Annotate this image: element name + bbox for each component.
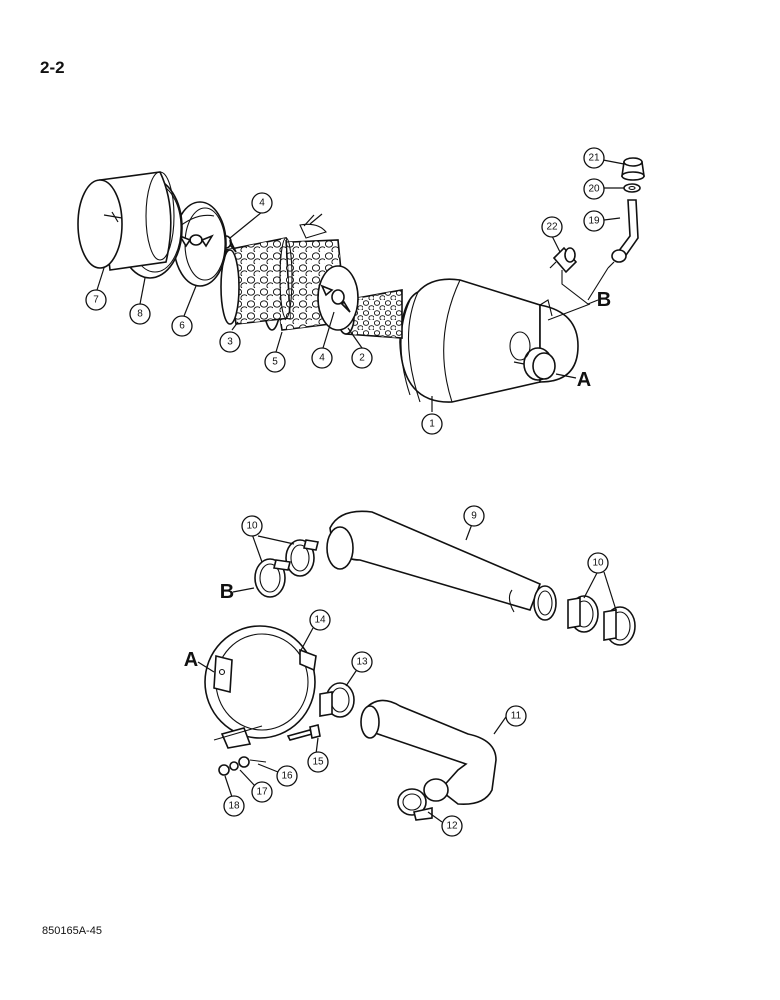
svg-text:5: 5: [272, 357, 278, 368]
callout-13: 13: [351, 651, 373, 673]
svg-text:19: 19: [588, 216, 600, 227]
callout-10-left: 10: [241, 515, 263, 537]
callout-bubbles: 1 2 3 4 4 5 6 7 8 9 10 10 11 12 13 14 15…: [85, 147, 609, 837]
svg-text:21: 21: [588, 153, 600, 164]
callout-21: 21: [583, 147, 605, 169]
svg-text:7: 7: [93, 295, 99, 306]
letter-b-upper: B: [597, 289, 611, 311]
washer-part-20: [623, 183, 641, 193]
letter-a-upper: A: [577, 369, 591, 391]
reference-letters: A B A B: [184, 289, 611, 671]
svg-text:3: 3: [227, 337, 233, 348]
hardware-parts-16-17-18: [218, 756, 267, 776]
svg-text:10: 10: [592, 558, 604, 569]
letter-b-lower: B: [220, 581, 234, 603]
callout-1: 1: [421, 413, 443, 435]
bolt-part-15: [286, 724, 321, 741]
callout-12: 12: [441, 815, 463, 837]
svg-text:8: 8: [137, 309, 143, 320]
indicator-part-21: [621, 157, 645, 181]
svg-text:13: 13: [356, 657, 368, 668]
callout-16: 16: [276, 765, 298, 787]
svg-text:11: 11: [511, 711, 522, 722]
hose-part-9: [326, 510, 557, 621]
svg-text:18: 18: [228, 801, 240, 812]
callout-15: 15: [307, 751, 329, 773]
letter-a-lower: A: [184, 649, 198, 671]
svg-text:16: 16: [281, 771, 293, 782]
callout-11: 11: [505, 705, 527, 727]
callout-9: 9: [463, 505, 485, 527]
callout-4-top: 4: [251, 192, 273, 214]
svg-text:4: 4: [319, 353, 325, 364]
fitting-part-22: [549, 246, 578, 274]
svg-text:12: 12: [446, 821, 458, 832]
end-cover-part-6: [173, 201, 227, 287]
clamps-part-10-left: [254, 539, 319, 598]
housing-part-1: [399, 278, 579, 403]
callout-19: 19: [583, 210, 605, 232]
svg-text:20: 20: [588, 184, 600, 195]
mounting-band-part-14: [204, 625, 317, 749]
svg-text:9: 9: [471, 511, 477, 522]
clamps-part-10-right: [567, 595, 636, 646]
clamp-part-12: [397, 788, 433, 821]
callout-14: 14: [309, 609, 331, 631]
svg-text:6: 6: [179, 321, 185, 332]
leader-lines: [96, 159, 625, 823]
svg-text:2: 2: [359, 353, 365, 364]
callout-20: 20: [583, 178, 605, 200]
inner-filter-part-3: [220, 237, 293, 325]
wing-nut-part-4-right: [320, 284, 351, 313]
callout-22: 22: [541, 216, 563, 238]
callout-4-bottom: 4: [311, 347, 333, 369]
callout-8: 8: [129, 303, 151, 325]
upper-reference-lines: [547, 267, 609, 379]
svg-text:22: 22: [546, 222, 558, 233]
svg-text:10: 10: [246, 521, 258, 532]
callout-3: 3: [219, 331, 241, 353]
elbow-hose-part-11: [360, 699, 497, 806]
callout-18: 18: [223, 795, 245, 817]
callout-7: 7: [85, 289, 107, 311]
callout-2: 2: [351, 347, 373, 369]
callout-17: 17: [251, 781, 273, 803]
callout-5: 5: [264, 351, 286, 373]
svg-text:15: 15: [312, 757, 324, 768]
svg-text:14: 14: [314, 615, 326, 626]
callout-10-right: 10: [587, 552, 609, 574]
page-number: 2-2: [40, 58, 65, 77]
svg-text:17: 17: [256, 787, 268, 798]
clamp-part-13: [319, 682, 355, 718]
callout-6: 6: [171, 315, 193, 337]
tube-part-19: [607, 199, 639, 269]
svg-text:1: 1: [429, 419, 435, 430]
figure-code: 850165A-45: [42, 925, 102, 937]
svg-text:4: 4: [259, 198, 265, 209]
precleaner-bowl-part-7: [77, 171, 175, 271]
